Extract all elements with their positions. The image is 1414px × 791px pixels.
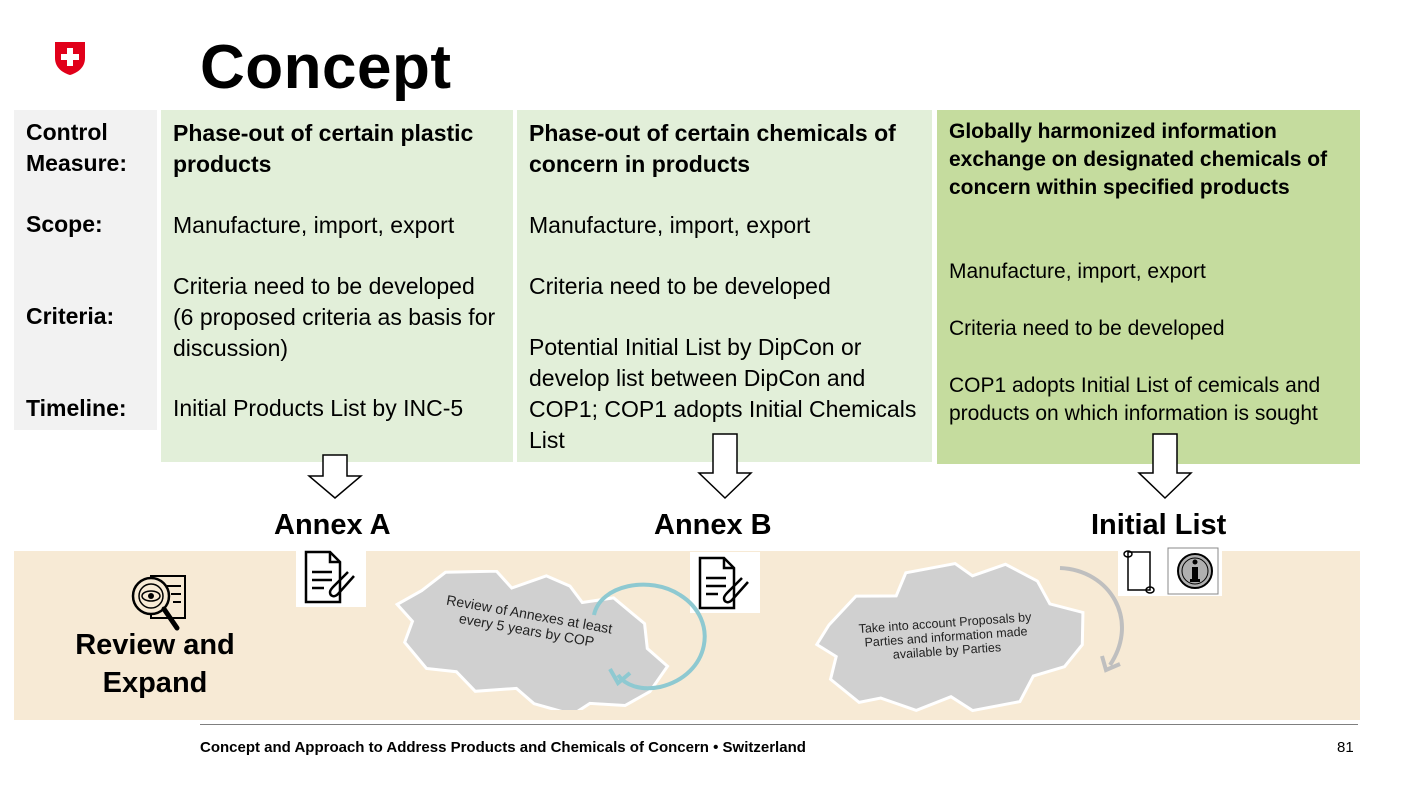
label-scope: Scope: — [26, 211, 103, 237]
column-criteria: Criteria need to be developed — [529, 273, 831, 299]
label-criteria: Criteria: — [26, 303, 115, 329]
footer-text: Concept and Approach to Address Products… — [200, 739, 806, 756]
review-cycle-gear-icon — [394, 570, 670, 710]
initial-list-label: Initial List — [1091, 509, 1227, 541]
cycle-arrow-icon — [592, 582, 707, 691]
row-labels: Control Measure: Scope: Criteria: Timeli… — [14, 110, 157, 430]
label-control-measure: Control Measure: — [26, 119, 127, 176]
document-magnifier-icon — [131, 575, 186, 631]
column-title: Phase-out of certain chemicals of concer… — [529, 120, 896, 177]
page-title: Concept — [200, 33, 452, 102]
page-number: 81 — [1337, 739, 1354, 756]
annex-b-document-icon — [690, 552, 760, 613]
column-timeline: COP1 adopts Initial List of cemicals and… — [949, 374, 1321, 425]
column-scope: Manufacture, import, export — [173, 212, 455, 238]
column-information-exchange: Globally harmonized information exchange… — [937, 110, 1360, 464]
info-icon — [1177, 553, 1213, 589]
column-title: Globally harmonized information exchange… — [949, 120, 1328, 199]
column-timeline: Initial Products List by INC-5 — [173, 395, 464, 421]
column-plastic-products: Phase-out of certain plastic products Ma… — [161, 110, 513, 462]
initial-list-icons — [1118, 546, 1222, 596]
column-timeline: Potential Initial List by DipCon or deve… — [529, 334, 917, 453]
review-and-expand-label: Review and Expand — [75, 629, 235, 699]
down-arrow-icon — [1137, 433, 1193, 500]
column-scope: Manufacture, import, export — [529, 212, 811, 238]
column-criteria: Criteria need to be developed — [949, 317, 1225, 340]
down-arrow-icon — [697, 433, 753, 500]
column-chemicals-of-concern: Phase-out of certain chemicals of concer… — [517, 110, 932, 462]
footer-divider — [200, 724, 1358, 725]
down-arrow-icon — [307, 454, 363, 499]
column-criteria: Criteria need to be developed (6 propose… — [173, 273, 496, 361]
proposals-gear-icon — [814, 561, 1085, 713]
annex-a-label: Annex A — [274, 509, 391, 541]
column-title: Phase-out of certain plastic products — [173, 120, 474, 177]
annex-a-document-icon — [296, 546, 366, 607]
curved-arrow-icon — [1059, 566, 1124, 673]
annex-b-label: Annex B — [654, 509, 772, 541]
swiss-cross-logo-icon — [55, 42, 85, 75]
column-scope: Manufacture, import, export — [949, 260, 1206, 283]
label-timeline: Timeline: — [26, 395, 127, 421]
